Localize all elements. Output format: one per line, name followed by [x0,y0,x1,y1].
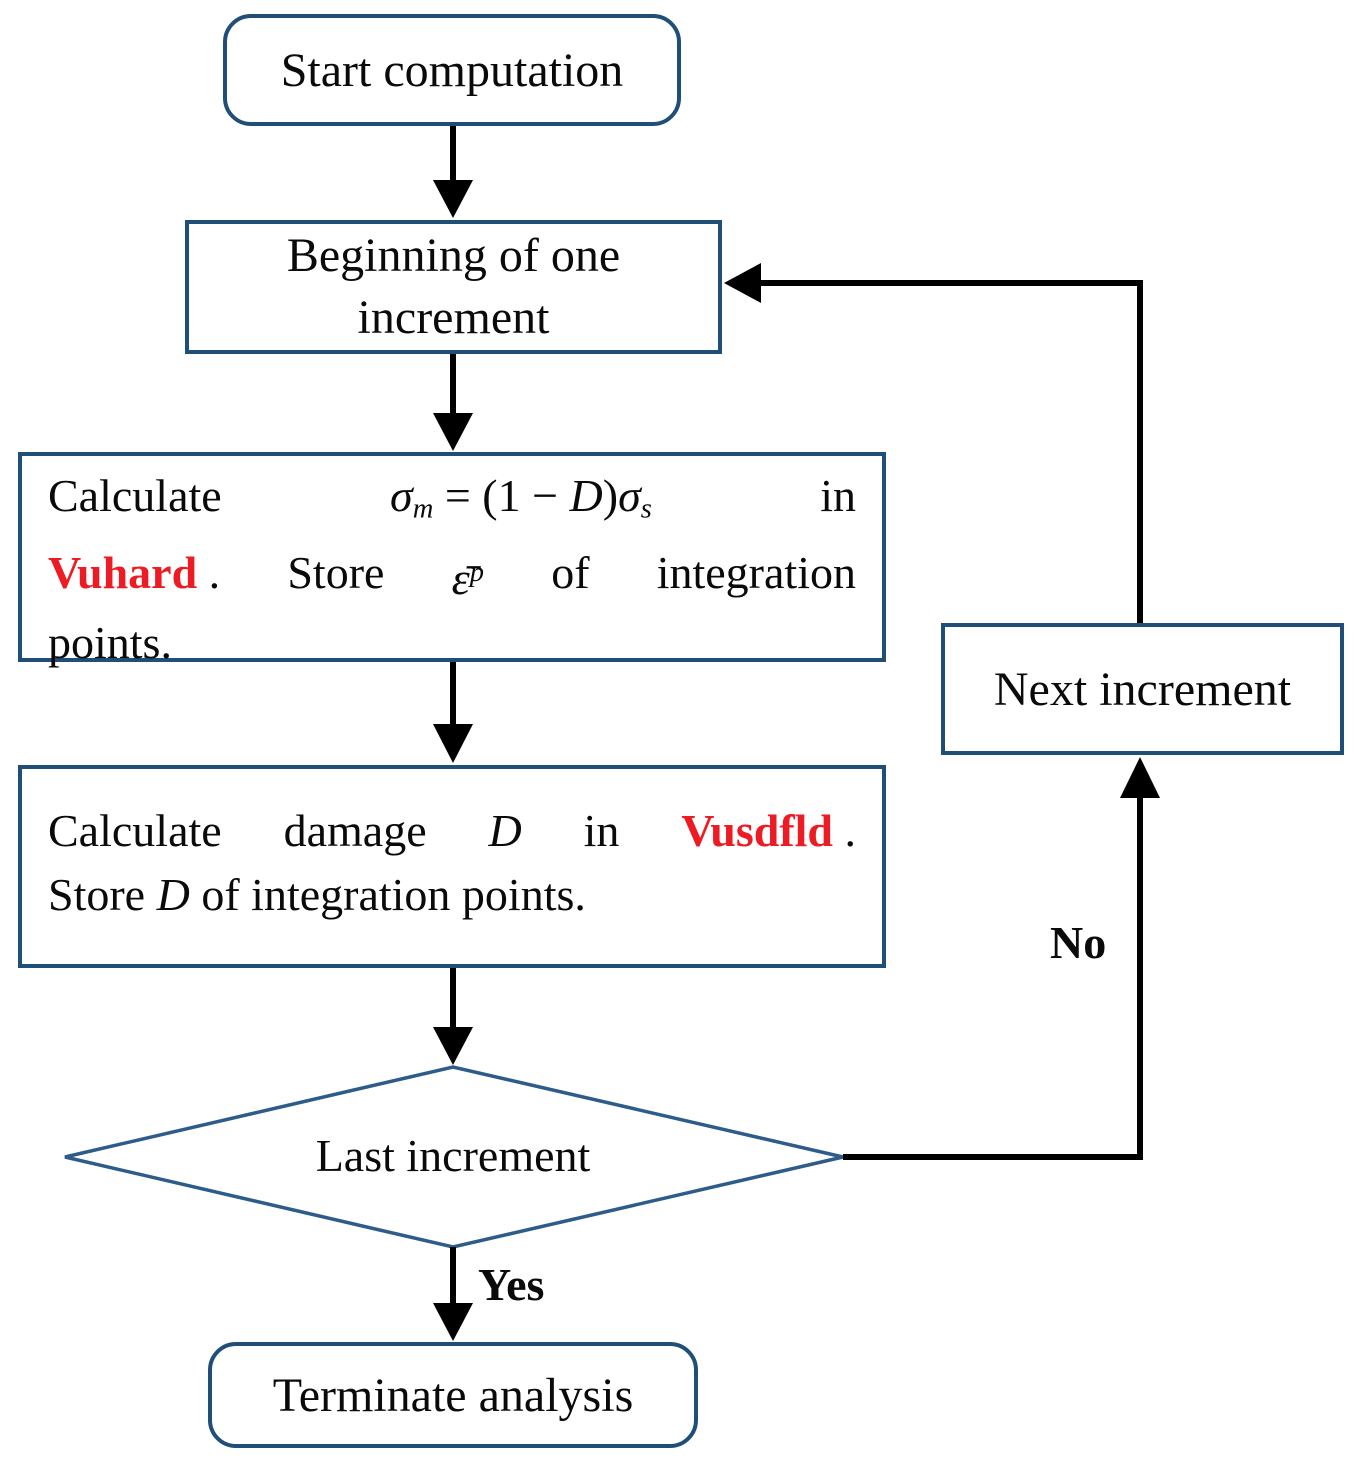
beginning-increment-node: Beginning of one increment [185,220,722,354]
text-word: σm = (1 − D)σs [390,464,652,541]
text-word: Calculate [48,464,222,541]
text-segment: D [488,805,522,856]
text-segment: ε̄ [451,553,470,605]
text-segment: Calculate [48,805,222,856]
text-segment: integration [656,547,856,599]
arrowhead-decision-to-next [1120,757,1160,798]
decision-node-label: Last increment [315,1130,591,1181]
text-word: damage [284,799,427,863]
start-node-label: Start computation [280,43,624,97]
text-word: Vusdfld . [681,799,856,863]
beginning-increment-label: Beginning of one increment [286,229,621,344]
text-segment: points. [48,617,172,669]
text-segment: in [583,805,620,856]
text-segment: Vuhard [48,547,198,599]
next-increment-node: Next increment [941,623,1344,755]
text-line: Store D of integration points. [48,863,856,927]
text-segment: Vusdfld [681,805,833,856]
text-line: points. [48,611,856,675]
terminate-node: Terminate analysis [208,1342,698,1448]
arrowhead-vusdfld-to-decision [433,1027,473,1065]
edge-label-no: No [1050,917,1107,968]
text-segment: Calculate [48,470,222,521]
arrowhead-next-to-beginning [724,263,761,303]
arrow-next-to-beginning [760,280,1143,623]
text-segment: of [551,547,590,599]
text-segment: = (1 − [433,470,570,521]
text-word: of [551,541,589,611]
edge-label-yes: Yes [478,1259,545,1310]
text-segment: σ [618,470,641,521]
text-segment: . [197,547,221,599]
text-word: Vuhard . [48,541,220,611]
arrowhead-beginning-to-vuhard [433,413,473,451]
text-word: Store D of integration points. [48,863,586,927]
text-word: D [488,799,521,863]
text-word: Store [287,541,384,611]
text-segment: ) [602,470,619,521]
text-segment: of integration points. [189,869,586,920]
text-word: in [584,799,620,863]
text-segment: p [469,557,485,589]
text-segment: m [412,493,434,525]
text-segment: Store [48,869,157,920]
text-segment: Store [287,547,385,599]
arrowhead-decision-to-terminate [433,1303,473,1341]
start-node: Start computation [223,14,681,126]
text-segment: . [833,805,857,856]
arrowhead-vuhard-to-vusdfld [433,724,473,763]
text-word: ε̄p [452,541,484,611]
arrowhead-start-to-beginning [433,180,473,218]
text-segment: in [820,470,856,521]
text-word: in [820,464,856,541]
text-segment: damage [283,805,427,856]
text-segment: σ [390,470,413,521]
terminate-node-label: Terminate analysis [272,1368,634,1422]
text-segment: s [640,493,652,525]
text-segment: D [156,869,190,920]
text-line: Vuhard . Store ε̄p of integration [48,541,856,611]
text-word: integration [657,541,856,611]
text-word: points. [48,611,172,675]
arrow-decision-to-next [843,798,1143,1160]
next-increment-label: Next increment [993,662,1292,716]
text-word: Calculate [48,799,222,863]
text-segment: D [569,470,603,521]
